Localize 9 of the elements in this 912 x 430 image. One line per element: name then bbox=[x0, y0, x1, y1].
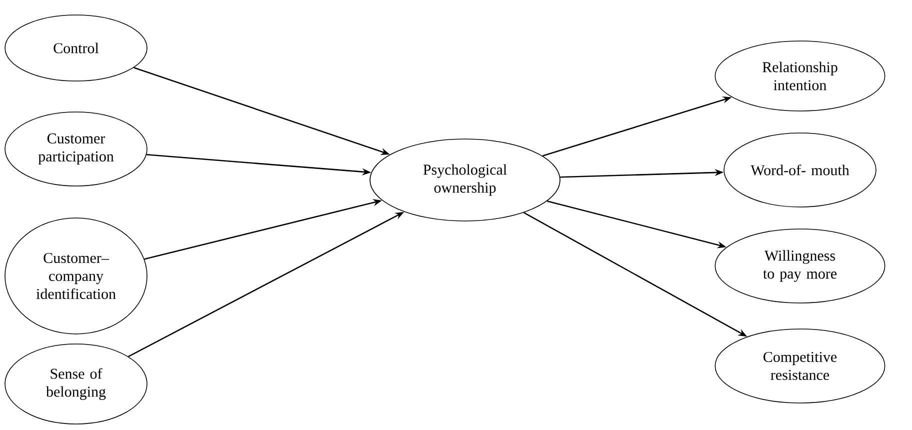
ellipse-node: Customer participation bbox=[4, 112, 148, 186]
ellipse-node: Relationship intention bbox=[714, 40, 886, 112]
ellipse-node: Control bbox=[4, 14, 148, 82]
ellipse-node: Willingness to pay more bbox=[714, 228, 886, 304]
ellipse-node: Customer– company identification bbox=[4, 218, 148, 334]
ellipse-node: Word-of- mouth bbox=[724, 132, 876, 208]
ellipse-node: Competitive resistance bbox=[714, 328, 886, 404]
ellipse-node: Psychological ownership bbox=[370, 138, 560, 222]
ellipse-node: Sense of belonging bbox=[4, 344, 148, 424]
